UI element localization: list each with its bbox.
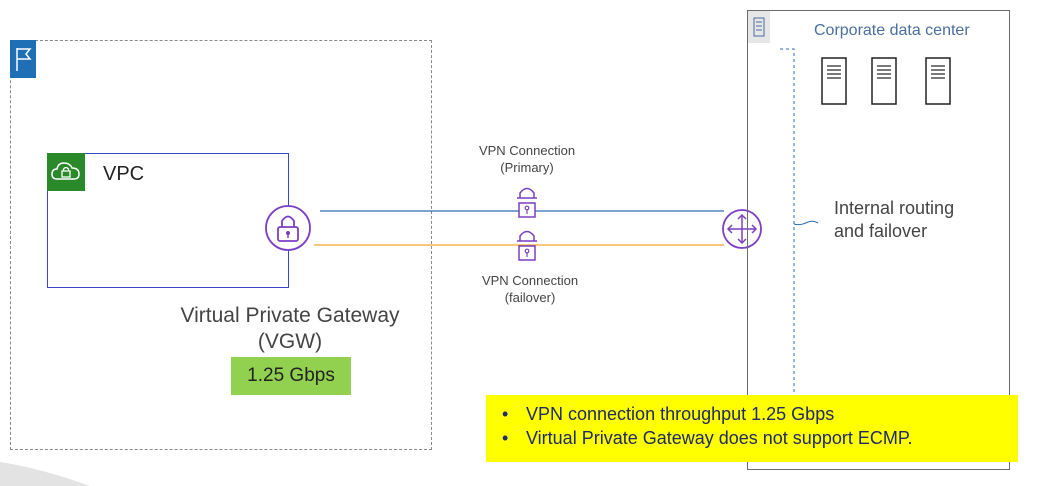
vpn-failover-label-line1: VPN Connection bbox=[481, 273, 579, 288]
padlock-icon bbox=[517, 187, 537, 218]
internal-routing-label-line1: Internal routing bbox=[834, 198, 955, 218]
data-center-container bbox=[747, 10, 1010, 470]
router-arrows-icon bbox=[722, 209, 762, 249]
vpn-failover-label-line2: (failover) bbox=[504, 290, 556, 305]
server-icon bbox=[821, 57, 847, 105]
notes-callout: VPN connection throughput 1.25 Gbps Virt… bbox=[486, 395, 1018, 462]
note-item: VPN connection throughput 1.25 Gbps bbox=[494, 402, 1018, 426]
internal-routing-label-line2: and failover bbox=[834, 221, 928, 241]
vgw-label-line2: (VGW) bbox=[257, 330, 323, 353]
server-icon bbox=[925, 57, 951, 105]
cloud-lock-icon bbox=[51, 162, 80, 180]
decorative-swoosh bbox=[0, 462, 90, 486]
vpn-primary-label-line2: (Primary) bbox=[500, 160, 554, 175]
notes-list: VPN connection throughput 1.25 Gbps Virt… bbox=[494, 402, 1018, 450]
vgw-label-line1: Virtual Private Gateway bbox=[180, 304, 400, 327]
vpn-primary-label: VPN Connection (Primary) bbox=[457, 142, 597, 176]
building-icon bbox=[753, 17, 765, 37]
region-flag-badge bbox=[10, 40, 36, 78]
data-center-title: Corporate data center bbox=[814, 22, 970, 39]
vpn-failover-label: VPN Connection (failover) bbox=[460, 272, 600, 306]
vgw-label: Virtual Private Gateway (VGW) bbox=[150, 303, 430, 355]
note-item: Virtual Private Gateway does not support… bbox=[494, 426, 1018, 450]
routing-bracket bbox=[780, 48, 819, 410]
vpc-label: VPC bbox=[103, 163, 145, 185]
throughput-badge: 1.25 Gbps bbox=[231, 357, 351, 395]
lock-icon bbox=[265, 205, 311, 251]
vpn-primary-label-line1: VPN Connection bbox=[478, 143, 576, 158]
data-center-badge bbox=[748, 11, 770, 43]
flag-icon bbox=[16, 48, 32, 71]
internal-routing-label: Internal routing and failover bbox=[834, 197, 954, 243]
padlock-icon bbox=[517, 230, 537, 261]
server-icon bbox=[871, 57, 897, 105]
vpc-badge bbox=[47, 153, 85, 191]
